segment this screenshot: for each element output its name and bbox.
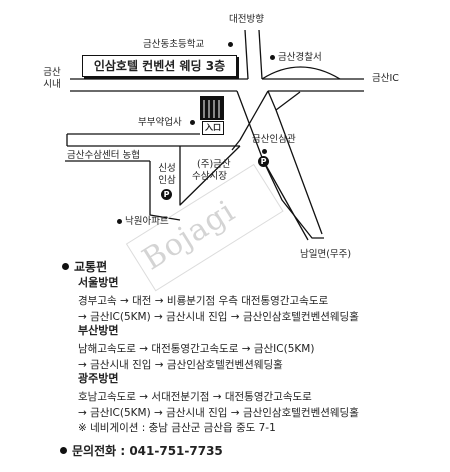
venue-sign: 인삼호텔 컨벤션 웨딩 3층 — [82, 55, 237, 77]
entrance-sign: 入口 — [202, 121, 224, 135]
label-apartment: 낙원아파트 — [125, 216, 169, 227]
watermark-frame — [125, 163, 284, 292]
road-loop — [262, 159, 324, 239]
label-police-station: 금산경찰서 — [278, 52, 322, 63]
hotel-building-icon — [200, 96, 224, 120]
contact-phone-line: 문의전화 : 041-751-7735 — [60, 442, 223, 459]
route-gwangju: 광주방면 호남고속도로 → 서대전분기점 → 대전통영간고속도로 → 금산IC(… — [78, 371, 359, 421]
route-busan-line2: → 금산시내 진입 → 금산인삼호텔컨벤션웨딩홀 — [78, 359, 283, 371]
pharmacy-marker-dot — [190, 120, 195, 125]
transport-title: 교통편 — [62, 258, 107, 275]
police-marker-dot — [270, 55, 275, 60]
label-elementary-school: 금산동초등학교 — [143, 39, 205, 50]
ginseng-hall-marker-dot — [262, 149, 267, 154]
label-namil-myeon: 남일면(무주) — [300, 249, 352, 260]
route-gwangju-line2: → 금산IC(5KM) → 금산시내 진입 → 금산인삼호텔컨벤션웨딩홀 — [78, 407, 359, 419]
route-seoul-title: 서울방면 — [78, 276, 119, 289]
label-ginseng-hall: 금산인삼관 — [252, 134, 296, 145]
parking-icon-ginseng-hall: P — [258, 156, 269, 167]
contact-separator: : — [116, 444, 130, 458]
route-seoul-line1: 경부고속 → 대전 → 비룡분기점 우측 대전통영간고속도로 — [78, 295, 329, 307]
route-busan-line1: 남해고속도로 → 대전통영간고속도로 → 금산IC(5KM) — [78, 343, 315, 355]
school-marker-dot — [228, 42, 233, 47]
road-arc — [261, 66, 341, 80]
route-busan: 부산방면 남해고속도로 → 대전통영간고속도로 → 금산IC(5KM) → 금산… — [78, 323, 314, 373]
road-branch-inner-2 — [231, 90, 269, 151]
bullet-icon — [62, 263, 69, 270]
label-market-line2: 수삼시장 — [192, 171, 227, 182]
road-diagonal-right — [267, 90, 323, 235]
label-sinseong-line2: 인삼 — [158, 175, 176, 186]
label-market-line1: (주)금산 — [197, 159, 231, 170]
label-geumsan-ic: 금산IC — [372, 73, 399, 84]
apartment-marker-dot — [117, 219, 122, 224]
label-daejeon-direction: 대전방향 — [229, 14, 264, 25]
road-north-left-edge — [244, 29, 249, 80]
label-geumsan-west-line1: 금산 — [43, 67, 61, 78]
parking-icon-sinseong: P — [161, 189, 172, 200]
contact-title: 문의전화 — [72, 444, 117, 458]
label-nonghyup: 금산수삼센터 농협 — [67, 150, 140, 161]
label-pharmacy: 부부약업사 — [138, 117, 182, 128]
navigation-address: ※ 네비게이션 : 충남 금산군 금산읍 중도 7-1 — [78, 422, 276, 434]
contact-phone-number: 041-751-7735 — [129, 444, 223, 458]
road-branch-inner — [275, 91, 301, 111]
route-seoul: 서울방면 경부고속 → 대전 → 비룡분기점 우측 대전통영간고속도로 → 금산… — [78, 275, 359, 325]
road-south-right-edge — [179, 145, 241, 206]
route-seoul-line2: → 금산IC(5KM) → 금산시내 진입 → 금산인삼호텔컨벤션웨딩홀 — [78, 311, 359, 323]
route-busan-title: 부산방면 — [78, 324, 119, 337]
label-sinseong-line1: 신성 — [158, 163, 176, 174]
route-gwangju-line1: 호남고속도로 → 서대전분기점 → 대전통영간고속도로 — [78, 391, 312, 403]
bullet-icon — [60, 447, 67, 454]
route-gwangju-title: 광주방면 — [78, 372, 119, 385]
road-south-left-edge — [149, 161, 181, 221]
label-geumsan-west-line2: 시내 — [43, 79, 61, 90]
road-north-right-edge — [258, 29, 263, 80]
